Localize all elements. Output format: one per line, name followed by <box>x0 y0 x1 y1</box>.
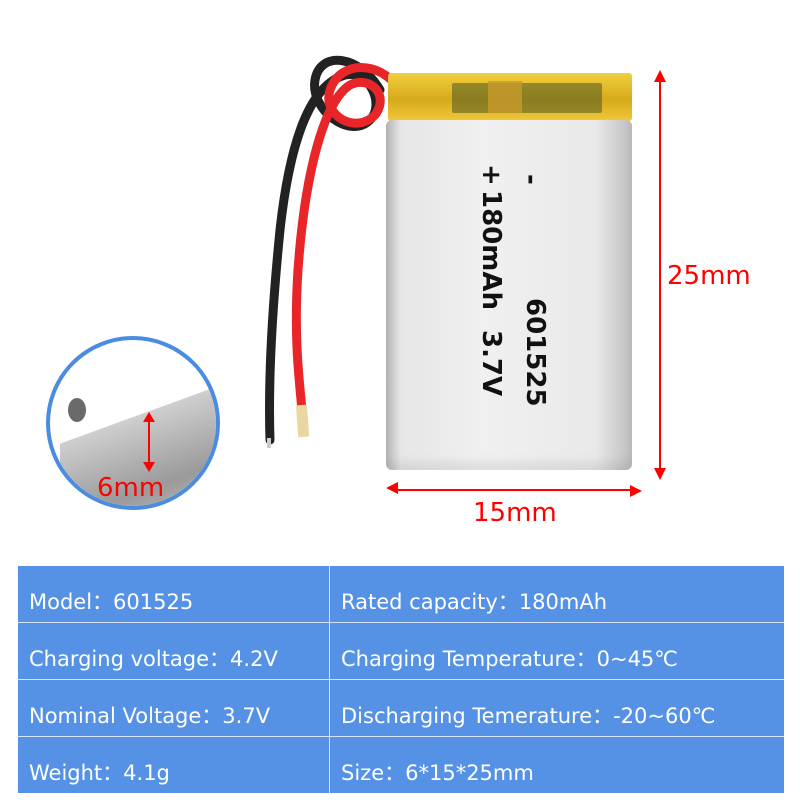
thickness-dimension-label: 6mm <box>97 473 165 503</box>
spec-charging-temperature: Charging Temperature：0~45℃ <box>329 622 784 680</box>
width-dimension-label: 15mm <box>473 498 557 528</box>
height-dimension-arrow <box>654 70 666 480</box>
table-row: Charging voltage：4.2V Charging Temperatu… <box>18 622 784 680</box>
spec-model: Model：601525 <box>18 566 330 623</box>
thickness-detail-circle <box>46 336 220 510</box>
battery-wires <box>265 55 400 448</box>
battery-image: - + 180mAh 3.7V 601525 <box>384 70 634 470</box>
spec-charging-voltage: Charging voltage：4.2V <box>18 622 330 680</box>
pcb-protection-board <box>388 73 632 121</box>
spec-nominal-voltage: Nominal Voltage：3.7V <box>18 679 330 737</box>
table-row: Model：601525 Rated capacity：180mAh <box>18 566 784 623</box>
spec-table: Model：601525 Rated capacity：180mAh Charg… <box>18 566 784 793</box>
spec-size: Size：6*15*25mm <box>329 736 784 793</box>
width-dimension-arrow <box>386 482 642 497</box>
battery-negative-label: - <box>516 174 546 185</box>
battery-voltage-label: 3.7V <box>476 330 506 397</box>
battery-model-label: 601525 <box>520 298 550 407</box>
spec-weight: Weight：4.1g <box>18 736 330 793</box>
battery-capacity-label: + <box>476 164 506 186</box>
table-row: Nominal Voltage：3.7V Discharging Temerat… <box>18 679 784 737</box>
spec-discharging-temperature: Discharging Temerature：-20~60℃ <box>329 679 784 737</box>
battery-capacity-label: 180mAh <box>476 190 506 310</box>
battery-cell <box>386 120 632 470</box>
height-dimension-label: 25mm <box>667 261 751 291</box>
spec-rated-capacity: Rated capacity：180mAh <box>329 566 784 623</box>
table-row: Weight：4.1g Size：6*15*25mm <box>18 736 784 793</box>
thickness-dimension-arrow <box>143 412 155 472</box>
